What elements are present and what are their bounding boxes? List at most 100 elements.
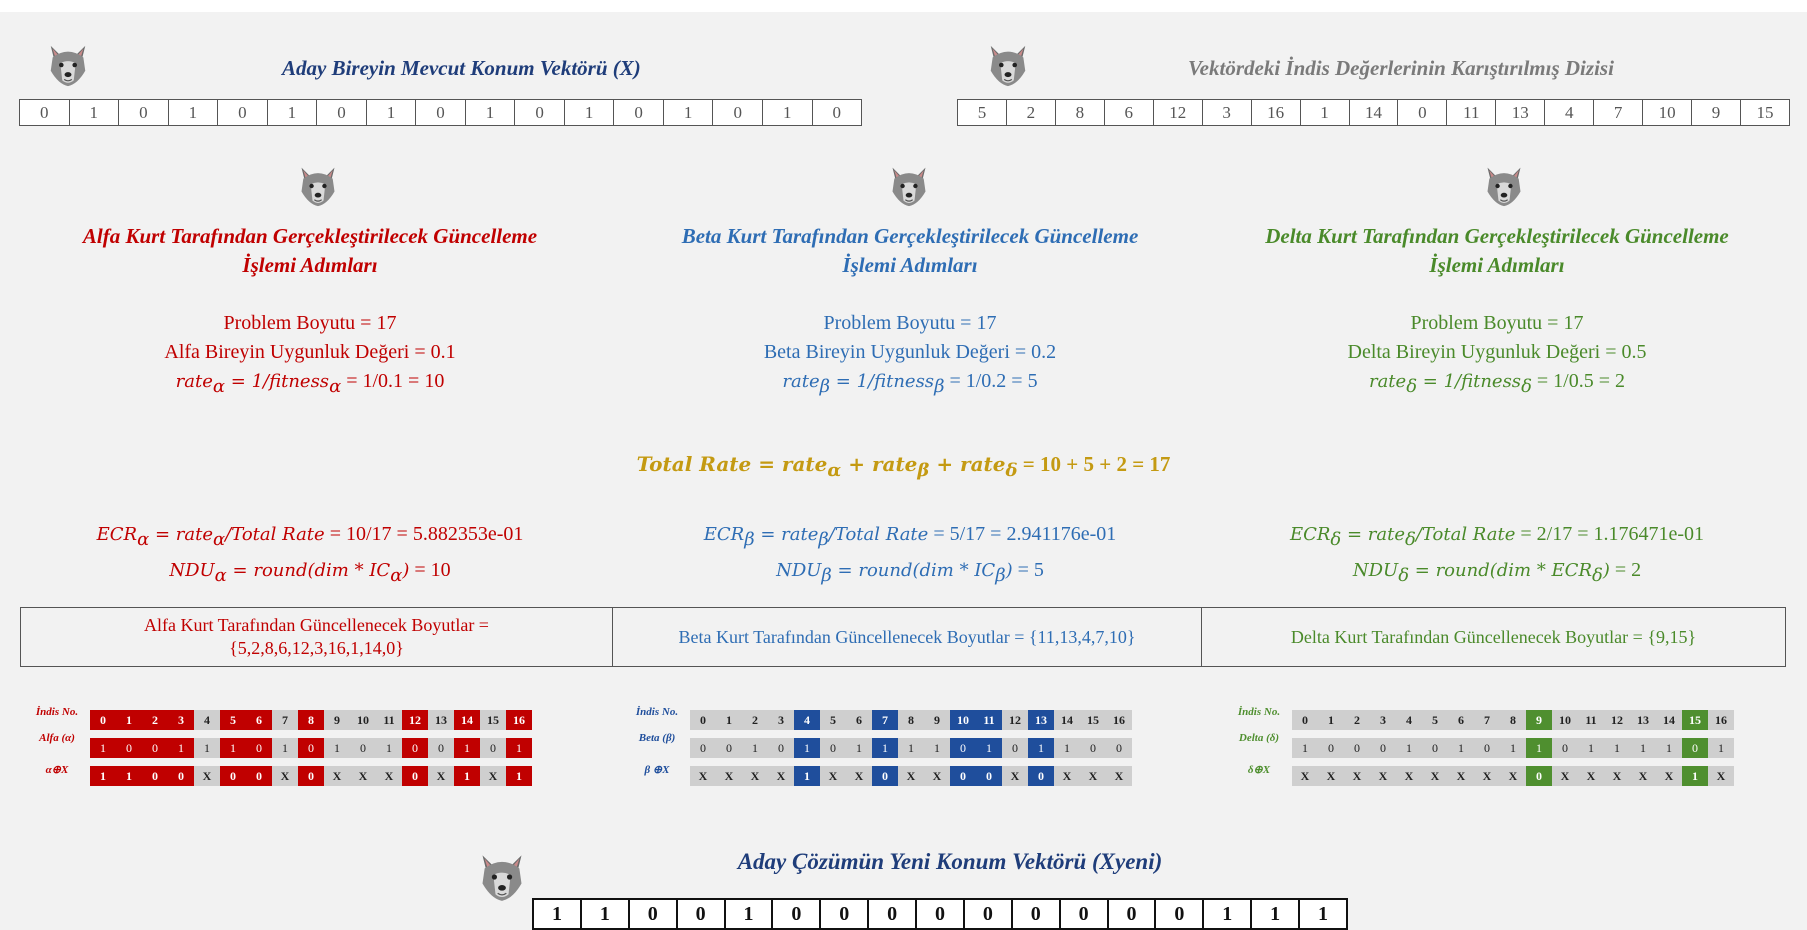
table-cell: 1 [794,738,820,758]
table-cell: 1 [194,738,220,758]
shuffled-vector-cell: 15 [1740,99,1790,126]
table-cell: 0 [298,738,324,758]
table-cell: X [690,766,716,786]
table-cell: 15 [1682,710,1708,730]
shuffled-vector-cell: 4 [1544,99,1594,126]
current-vector-cell: 0 [316,99,367,126]
delta-title: Delta Kurt Tarafından Gerçekleştirilecek… [1187,222,1807,280]
table-cell: 10 [950,710,976,730]
table-cell: 1 [272,738,298,758]
current-vector-cell: 0 [19,99,70,126]
table-cell: 1 [454,738,480,758]
table-cell: 1 [90,738,116,758]
current-vector-cell: 0 [514,99,565,126]
shuffled-vector-cell: 8 [1055,99,1105,126]
delta-rate: rateδ = 1/fitnessδ = 1/0.5 = 2 [1187,367,1807,401]
beta-params: Problem Boyutu = 17 Beta Bireyin Uygunlu… [600,309,1220,401]
table-cell: 12 [1002,710,1028,730]
table-cell: X [820,766,846,786]
table-cell: 11 [376,710,402,730]
shuffled-vector-cell: 1 [1300,99,1350,126]
table-cell: X [846,766,872,786]
shuffled-vector-cell: 2 [1006,99,1056,126]
table-cell: 0 [1028,766,1054,786]
table-cell: 1 [846,738,872,758]
current-vector-cell: 0 [217,99,268,126]
shuffled-vector-title: Vektördeki İndis Değerlerinin Karıştırıl… [1188,56,1614,81]
table-cell: X [1318,766,1344,786]
alpha-params: Problem Boyutu = 17 Alfa Bireyin Uygunlu… [0,309,620,401]
table-cell: 1 [976,738,1002,758]
table-cell: X [742,766,768,786]
table-cell: X [428,766,454,786]
table-cell: X [1080,766,1106,786]
table-cell: 5 [1422,710,1448,730]
new-vector-cell: 0 [819,898,869,930]
current-vector-cell: 1 [465,99,516,126]
alpha-ndu: NDUα = round(dim * ICα) = 10 [0,555,620,591]
table-cell: 0 [716,738,742,758]
alpha-rate: rateα = 1/fitnessα = 1/0.1 = 10 [0,367,620,401]
table-cell: X [1474,766,1500,786]
shuffled-vector-cell: 3 [1202,99,1252,126]
table-cell: 8 [298,710,324,730]
table-cell: X [1422,766,1448,786]
table-cell: 4 [1396,710,1422,730]
beta-problem-dim: Problem Boyutu = 17 [600,309,1220,338]
table-cell: X [480,766,506,786]
table-cell: 0 [402,738,428,758]
table-cell: 3 [768,710,794,730]
current-vector-cell: 1 [663,99,714,126]
table-cell: 0 [1682,738,1708,758]
table-cell: 0 [220,766,246,786]
table-cell: X [716,766,742,786]
table-cell: 15 [480,710,506,730]
table-row: XXXXXXXXX0XXXXX1X [1292,766,1734,786]
table-cell: 6 [1448,710,1474,730]
table-cell: 1 [1318,710,1344,730]
table-cell: 3 [1370,710,1396,730]
table-cell: 2 [142,710,168,730]
alpha-problem-dim: Problem Boyutu = 17 [0,309,620,338]
table-cell: 0 [116,738,142,758]
table-cell: 16 [506,710,532,730]
table-cell: 1 [872,738,898,758]
table-cell: 0 [246,738,272,758]
table-cell: 0 [976,766,1002,786]
current-vector-cell: 1 [366,99,417,126]
alpha-ecr-ndu: ECRα = rateα/Total Rate = 10/17 = 5.8823… [0,519,620,591]
table-row-label: Beta (β) [628,732,686,744]
table-cell: 15 [1080,710,1106,730]
table-cell: 1 [1500,738,1526,758]
table-cell: X [1500,766,1526,786]
table-cell: X [898,766,924,786]
table-cell: 13 [428,710,454,730]
wolf-face-icon [296,164,340,208]
table-cell: 0 [950,766,976,786]
table-row-label: β ⊕X [628,764,686,776]
shuffled-vector-cell: 12 [1153,99,1203,126]
current-vector-cell: 0 [118,99,169,126]
new-vector-cell: 0 [1107,898,1157,930]
table-row-label: İndis No. [628,706,686,718]
delta-problem-dim: Problem Boyutu = 17 [1187,309,1807,338]
table-cell: 1 [1448,738,1474,758]
table-row-label: δ⊕X [1230,764,1288,776]
table-cell: 7 [272,710,298,730]
new-vector-cell: 1 [724,898,774,930]
new-vector-cell: 0 [915,898,965,930]
table-cell: 1 [90,766,116,786]
total-rate-formula: Total Rate = rateα + rateβ + rateδ = 10 … [0,452,1807,481]
table-cell: 1 [1604,738,1630,758]
table-cell: 4 [194,710,220,730]
wolf-face-icon [887,164,931,208]
table-cell: 0 [768,738,794,758]
table-cell: 13 [1630,710,1656,730]
table-cell: 1 [1682,766,1708,786]
table-row-label: İndis No. [1230,706,1288,718]
